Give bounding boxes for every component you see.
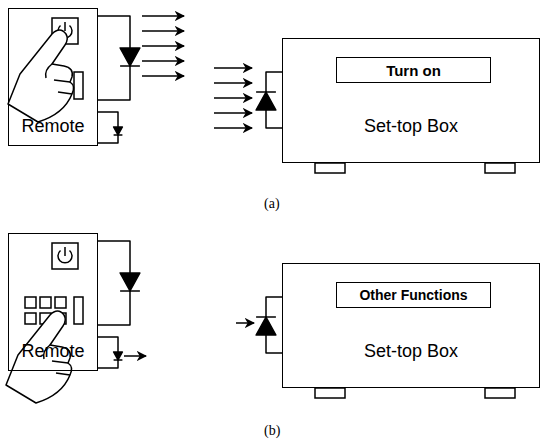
diode-bar (256, 316, 276, 318)
hand-crease (52, 361, 68, 363)
keypad-key (74, 297, 83, 324)
node-text: Other Functions (359, 287, 467, 303)
ir-arrow (236, 322, 254, 324)
ir-arrow (142, 30, 184, 32)
ir-arrow (214, 112, 252, 114)
foot (485, 388, 515, 398)
hand-crease (56, 373, 70, 375)
device-box: Set-top Box Turn on (282, 38, 540, 163)
foot (315, 163, 345, 173)
foot (485, 163, 515, 173)
hand-outline (8, 30, 74, 122)
node-text: Turn on (386, 62, 441, 79)
panel (8, 16, 515, 173)
keypad-key (55, 297, 66, 308)
display-panel: Other Functions (336, 282, 491, 308)
diode-bar (114, 359, 123, 361)
diode-symbol (114, 127, 123, 135)
keypad-key (74, 72, 83, 99)
hand-crease (46, 64, 52, 78)
foot (315, 388, 345, 398)
diode-symbol (256, 92, 276, 110)
device-box: Remote (8, 233, 98, 371)
diode-symbol (114, 352, 123, 360)
power-button (52, 243, 78, 269)
panel-label: (a) (264, 196, 280, 212)
diode-bar (120, 290, 140, 292)
ir-arrow (142, 75, 184, 77)
panel-label: (b) (264, 423, 280, 439)
node-text: Set-top Box (364, 116, 458, 137)
keypad-key (40, 297, 51, 308)
ir-arrow (142, 60, 184, 62)
ir-arrow (142, 45, 184, 47)
node-text: Set-top Box (364, 341, 458, 362)
diode-symbol (120, 48, 140, 66)
ir-arrow (214, 82, 252, 84)
ir-arrow (124, 355, 146, 357)
keypad-key (25, 297, 36, 308)
keypad-key (25, 313, 36, 324)
device-box: Remote (8, 8, 98, 146)
diode-symbol (256, 317, 276, 335)
power-icon (64, 247, 66, 256)
diode-bar (120, 65, 140, 67)
device-box: Set-top Box Other Functions (282, 263, 540, 388)
ir-arrow (142, 15, 184, 17)
power-icon (64, 22, 66, 31)
hand-crease (58, 92, 72, 94)
node-text: Remote (21, 116, 84, 137)
ir-arrow (214, 97, 252, 99)
diode-symbol (120, 273, 140, 291)
hand-icon (8, 30, 74, 122)
ir-arrow (214, 67, 252, 69)
hand-crease (54, 80, 70, 82)
display-panel: Turn on (336, 57, 491, 83)
panel (6, 241, 515, 403)
diode-bar (256, 91, 276, 93)
diode-bar (114, 134, 123, 136)
node-text: Remote (21, 341, 84, 362)
ir-arrow (214, 127, 252, 129)
